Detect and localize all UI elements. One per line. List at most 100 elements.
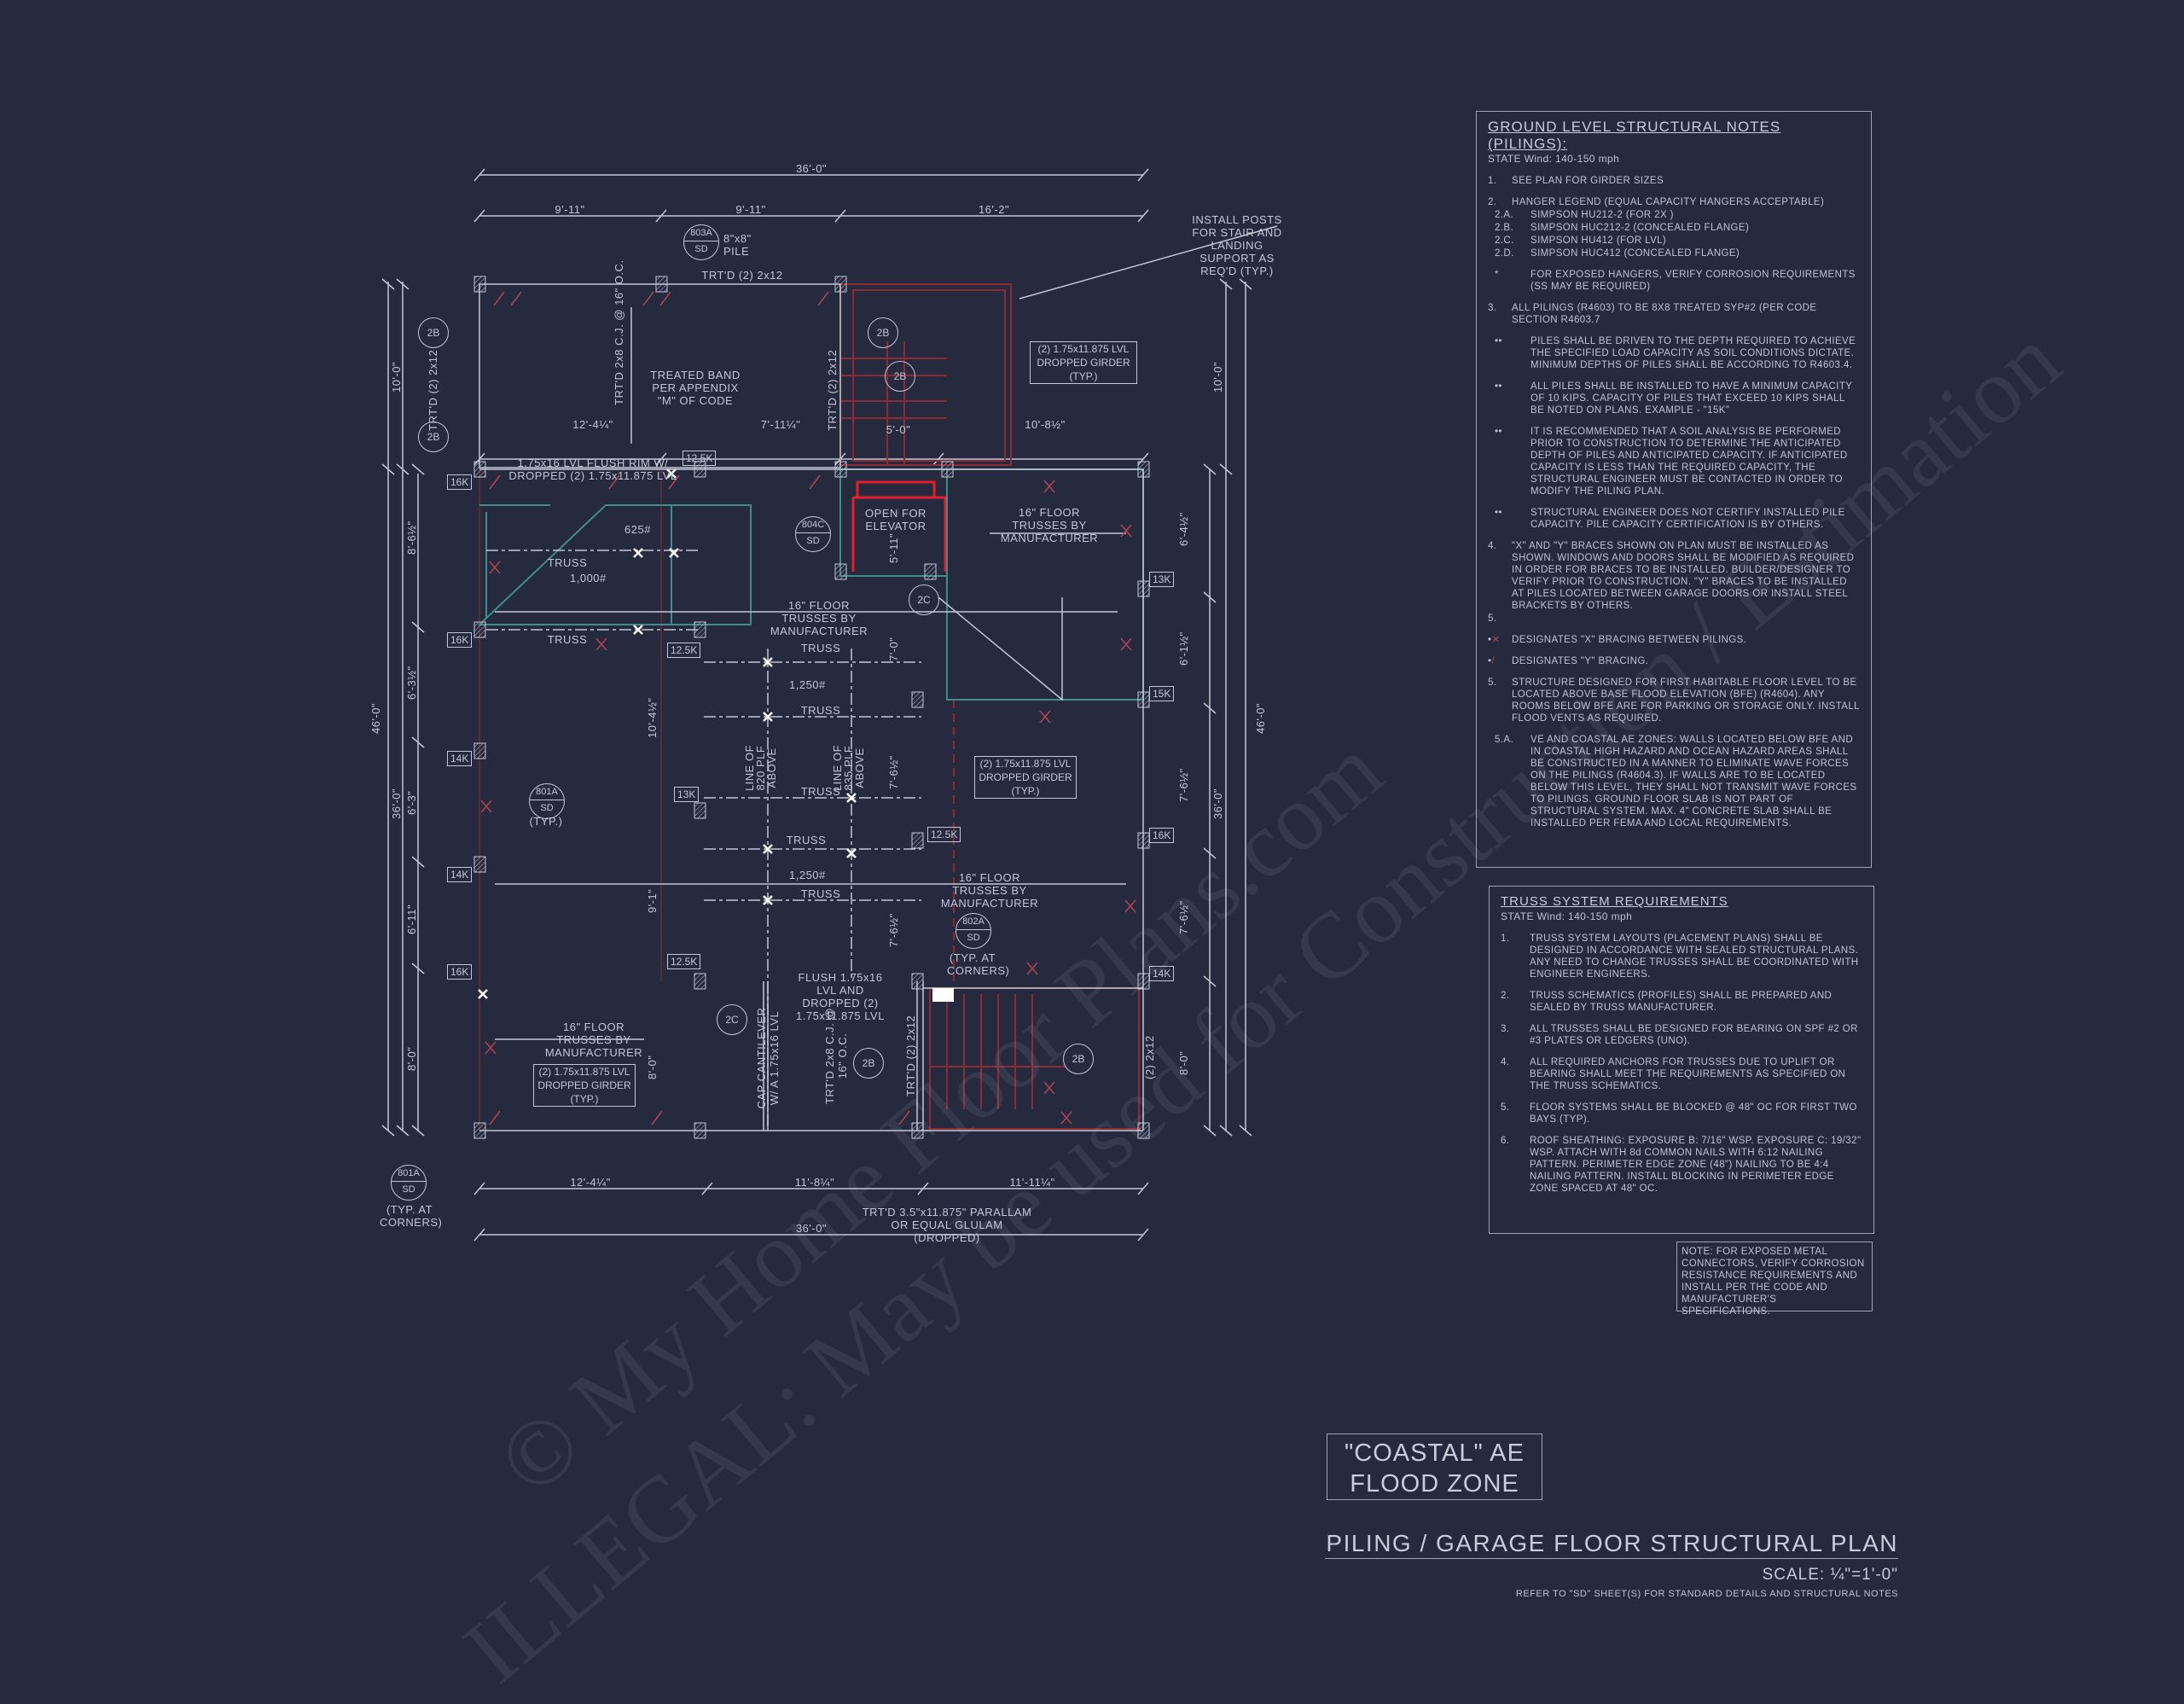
trusses-lower-label: 16" FLOOR TRUSSES BY MANUFACTURER <box>940 871 1039 910</box>
capacity-tag: 12.5K <box>667 643 701 658</box>
callout-2B: 2B <box>418 317 449 348</box>
truss-label: TRUSS <box>800 785 841 798</box>
dim-left-8-6: 8'-6½" <box>405 521 418 555</box>
dimension-tick <box>1239 278 1252 290</box>
pile-marker <box>911 691 924 708</box>
x-brace-marker <box>1043 480 1055 493</box>
x-brace-marker <box>1060 1111 1072 1125</box>
pile-marker <box>694 802 706 819</box>
capacity-tag: 16K <box>447 632 473 648</box>
load-point-marker <box>633 625 643 635</box>
dimension-tick <box>701 1182 713 1195</box>
dim-left-6-3a: 6'-3½" <box>405 666 418 700</box>
dimension-tick <box>411 463 425 475</box>
callout-2B: 2B <box>1063 1044 1094 1074</box>
x-brace-marker <box>485 1041 497 1055</box>
note-item: 2.C.SIMPSON HU412 (FOR LVL) <box>1495 236 1667 246</box>
load-1250a: 1,250# <box>789 678 826 691</box>
trusses-right-label: 16" FLOOR TRUSSES BY MANUFACTURER <box>1000 506 1099 544</box>
capacity-tag: 13K <box>674 787 700 802</box>
dimension-tick <box>411 962 425 974</box>
dim-left-8-0: 8'-0" <box>405 1046 418 1071</box>
dimension-tick <box>473 1182 485 1195</box>
callout-2B: 2B <box>885 361 915 392</box>
trtd-top-label: TRT'D (2) 2x12 <box>701 269 783 282</box>
dimension-tick <box>473 209 485 223</box>
dimension-tick <box>1219 463 1233 475</box>
dim-inner-5-0: 5'-0" <box>886 423 911 436</box>
x-brace-marker <box>1124 899 1136 913</box>
treated-band-label: TREATED BAND PER APPENDIX "M" OF CODE <box>650 369 741 407</box>
dim-left-10: 10'-0" <box>390 361 403 393</box>
load-point-marker <box>633 548 643 558</box>
legend-y-bracing: •/DESIGNATES "Y" BRACING. <box>1488 656 1649 666</box>
trtd-cj2-label: TRT'D 2x8 C.J. @ 16" O.C. <box>823 1008 849 1105</box>
x-bracing-markers <box>478 291 1136 1125</box>
typ-label: (TYP.) <box>529 815 563 828</box>
pile-marker <box>694 973 706 990</box>
trtd-cj-label: TRT'D 2x8 C.J. @ 16" O.C. <box>613 259 625 405</box>
refer-note: REFER TO "SD" SHEET(S) FOR STANDARD DETA… <box>1515 1589 1898 1599</box>
y-brace-marker <box>493 291 505 306</box>
truss-label: TRUSS <box>800 704 841 717</box>
capacity-tag: 12.5K <box>927 827 961 842</box>
trtd-2x12-c-label: (2) 2x12 <box>1143 1035 1156 1079</box>
pile-marker <box>834 276 847 293</box>
flush-rim-label: 1.75x16 LVL FLUSH RIM W/ DROPPED (2) 1.7… <box>508 457 677 482</box>
dim-top-1: 9'-11" <box>555 203 585 216</box>
pile-marker <box>473 1122 486 1139</box>
x-brace-marker <box>595 637 607 651</box>
dimension-tick <box>411 621 425 633</box>
dimension-tick <box>1137 209 1149 223</box>
wall-outlines-teal <box>477 468 1144 701</box>
truss-label: TRUSS <box>800 642 841 654</box>
y-brace-marker <box>817 291 829 306</box>
dim-left-overall: 46'-0" <box>369 702 382 734</box>
x-brace-icon: •✕ <box>1488 635 1501 645</box>
truss-label: TRUSS <box>786 834 827 846</box>
note-bullet: ••ALL PILES SHALL BE INSTALLED TO HAVE A… <box>1495 381 1853 416</box>
typ-corners-label: (TYP. AT CORNERS) <box>947 951 1010 977</box>
dimension-tick <box>1137 1182 1149 1195</box>
load-point-marker <box>763 895 773 905</box>
trtd-left-label: TRT'D (2) 2x12 <box>427 349 439 431</box>
girder-mid-label: (2) 1.75x11.875 LVL DROPPED GIRDER (TYP.… <box>974 756 1077 799</box>
capacity-tag: 14K <box>447 751 473 766</box>
truss-label: TRUSS <box>547 633 588 646</box>
dimension-tick <box>655 452 667 466</box>
dim-right-6-1: 6'-1½" <box>1177 631 1190 666</box>
trusses-mid-label: 16" FLOOR TRUSSES BY MANUFACTURER <box>770 599 868 637</box>
dimension-tick <box>932 452 944 466</box>
truss-item: 3.ALL TRUSSES SHALL BE DESIGNED FOR BEAR… <box>1501 1024 1858 1046</box>
dim-inner-5-11: 5'-11" <box>887 532 900 563</box>
capacity-tag: 16K <box>1149 828 1175 843</box>
pile-marker <box>1137 461 1150 478</box>
dim-left-6-11: 6'-11" <box>405 904 418 934</box>
line-835-plf: LINE OF 835 PLF ABOVE <box>831 744 866 792</box>
note-bullet: ••PILES SHALL BE DRIVEN TO THE DEPTH REQ… <box>1495 336 1856 370</box>
dimension-tick <box>396 278 410 290</box>
dimension-tick <box>1219 1125 1233 1137</box>
truss-item: 2.TRUSS SCHEMATICS (PROFILES) SHALL BE P… <box>1501 991 1833 1013</box>
pile-marker <box>911 973 924 990</box>
pile-markers <box>473 276 1150 1139</box>
girder-top-label: (2) 1.75x11.875 LVL DROPPED GIRDER (TYP.… <box>1030 341 1137 384</box>
load-point-marker <box>763 712 773 722</box>
dimension-tick <box>396 463 410 475</box>
load-point-marker <box>666 468 677 479</box>
pile-marker <box>1137 580 1150 597</box>
y-brace-marker <box>898 1110 910 1125</box>
dim-top-2: 9'-11" <box>735 203 766 216</box>
plan-title: PILING / GARAGE FLOOR STRUCTURAL PLAN <box>1325 1529 1898 1559</box>
note-item: *FOR EXPOSED HANGERS, VERIFY CORROSION R… <box>1495 270 1856 292</box>
capacity-tag: 14K <box>1149 966 1175 981</box>
note-bullet: ••IT IS RECOMMENDED THAT A SOIL ANALYSIS… <box>1495 427 1848 497</box>
pile-marker <box>911 1122 924 1139</box>
x-brace-marker <box>1026 962 1038 975</box>
notes-title: GROUND LEVEL STRUCTURAL NOTES (PILINGS): <box>1488 119 1781 152</box>
truss-item: 6.ROOF SHEATHING: EXPOSURE B: 7/16" WSP.… <box>1501 1136 1862 1194</box>
dimension-tick <box>411 856 425 868</box>
dim-top-3: 16'-2" <box>978 203 1010 216</box>
y-brace-marker <box>659 291 671 306</box>
